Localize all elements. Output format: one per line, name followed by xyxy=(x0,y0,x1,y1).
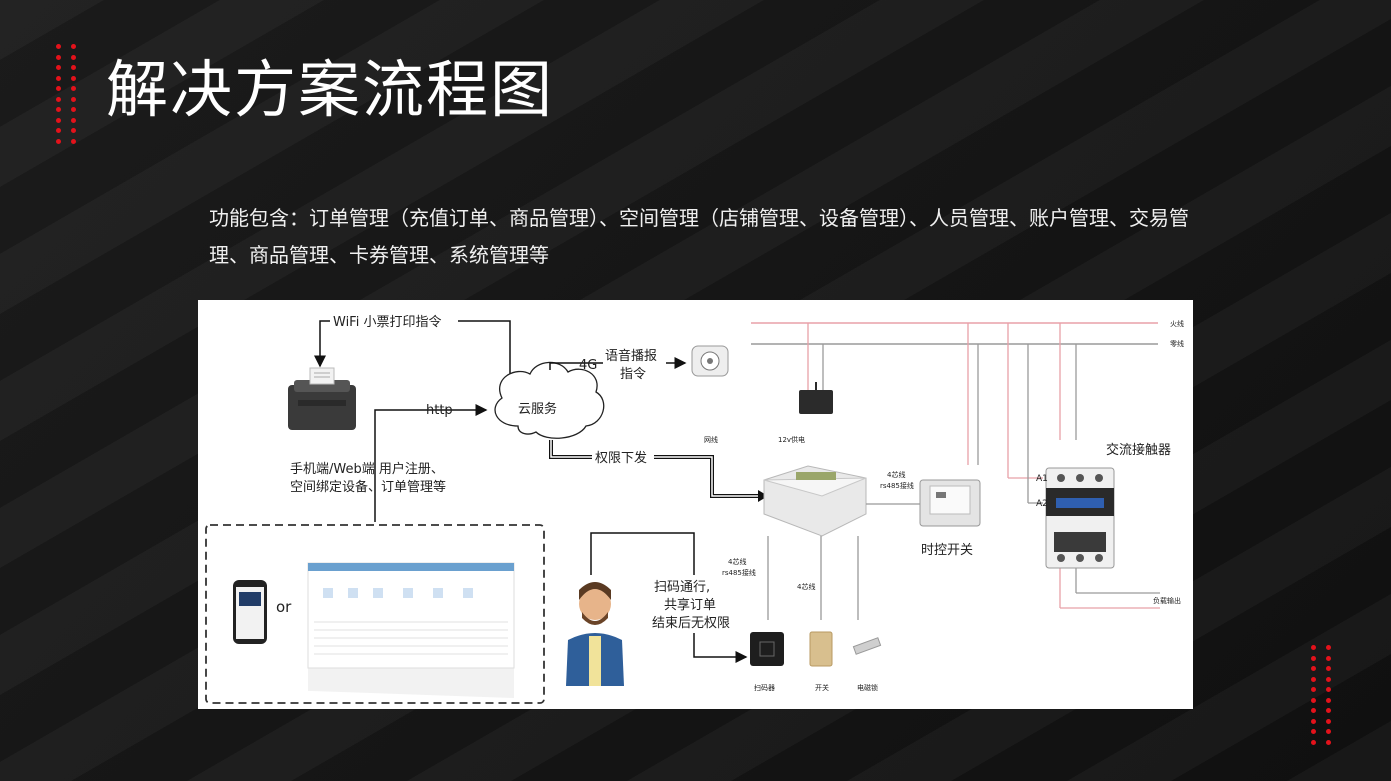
4g-label: 4G xyxy=(579,358,597,373)
cloud-service-label: 云服务 xyxy=(518,401,557,417)
wall-switch-device xyxy=(809,631,833,667)
live-wire-label: 火线 xyxy=(1170,319,1184,328)
ac-contactor-device xyxy=(1045,467,1115,569)
flow-diagram: 火线 零线 负载输出 WiFi 小票打印指令 云服务 4G 语音播报 指令 xyxy=(205,313,1184,704)
or-label: or xyxy=(276,598,292,616)
shared-order-label: 共享订单 xyxy=(664,597,716,613)
user-avatar-illustration xyxy=(566,582,624,686)
neutral-wire-label: 零线 xyxy=(1170,339,1184,348)
http-label: http xyxy=(426,403,453,418)
access-controller-box xyxy=(763,465,867,537)
power-supply-label: 12v供电 xyxy=(778,435,805,444)
red-dot-grid-bottom-right xyxy=(1311,645,1333,750)
switch-label: 开关 xyxy=(815,683,829,692)
qr-scanner-device xyxy=(750,632,784,666)
timer-switch-label: 时控开关 xyxy=(921,543,973,558)
receipt-printer xyxy=(288,367,356,430)
permission-dispatch-label: 权限下发 xyxy=(595,450,647,466)
function-description: 功能包含：订单管理（充值订单、商品管理）、空间管理（店铺管理、设备管理）、人员管… xyxy=(209,206,1189,267)
cloud-service-icon xyxy=(494,361,605,439)
power-adapter-icon xyxy=(799,382,833,414)
red-dot-grid-top-left xyxy=(56,44,78,149)
wifi-print-command-label: WiFi 小票打印指令 xyxy=(333,315,441,330)
rs485-wire-label-1: 4芯线 xyxy=(887,470,905,479)
client-dashed-box xyxy=(205,524,545,704)
page-title: 解决方案流程图 xyxy=(106,53,555,126)
client-description-line1: 手机端/Web端 用户注册、 xyxy=(290,461,444,477)
mid-wire-label: 4芯线 xyxy=(797,582,815,591)
flow-diagram-panel: 火线 零线 负载输出 WiFi 小票打印指令 云服务 4G 语音播报 指令 xyxy=(198,300,1193,709)
left-wire-label-1: 4芯线 xyxy=(728,557,746,566)
scan-access-label: 扫码通行, xyxy=(654,580,710,595)
magnetic-lock-label: 电磁锁 xyxy=(857,683,878,692)
load-output-label: 负载输出 xyxy=(1153,596,1181,605)
rs485-wire-label-2: rs485接线 xyxy=(880,481,914,490)
no-permission-label: 结束后无权限 xyxy=(652,615,730,631)
network-cable-label: 网线 xyxy=(704,435,718,444)
phone-mockup xyxy=(233,580,267,644)
voice-command-label: 指令 xyxy=(620,367,646,382)
timer-switch-device xyxy=(919,479,981,527)
voice-broadcast-label: 语音播报 xyxy=(605,348,657,364)
terminal-a1-label: A1 xyxy=(1036,474,1048,484)
terminal-a2-label: A2 xyxy=(1036,499,1048,509)
ac-contactor-label: 交流接触器 xyxy=(1106,442,1171,458)
magnetic-lock-device xyxy=(852,637,882,655)
speaker-icon xyxy=(691,345,729,377)
client-description-line2: 空间绑定设备、订单管理等 xyxy=(290,479,446,495)
left-wire-label-2: rs485接线 xyxy=(722,568,756,577)
web-dashboard-mockup xyxy=(307,562,515,699)
scanner-label: 扫码器 xyxy=(754,683,775,692)
